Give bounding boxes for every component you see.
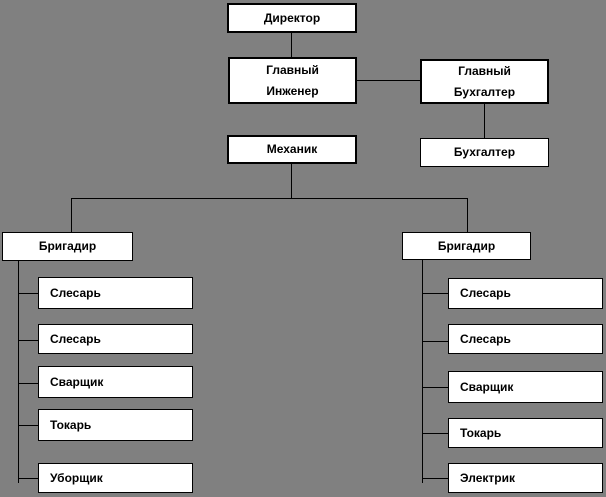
node-mechanic[interactable]: Механик: [227, 135, 357, 164]
connector-left-stub-4: [18, 425, 38, 426]
node-left-worker-4-label: Токарь: [50, 417, 92, 432]
node-left-worker-5[interactable]: Уборщик: [38, 463, 193, 493]
node-left-worker-3[interactable]: Сварщик: [38, 366, 193, 398]
node-left-worker-1[interactable]: Слесарь: [38, 277, 193, 309]
node-left-worker-2-label: Слесарь: [50, 331, 101, 346]
node-foreman-right-label: Бригадир: [437, 238, 496, 253]
node-right-worker-5[interactable]: Электрик: [448, 463, 603, 493]
node-chief-engineer[interactable]: Главный Инженер: [228, 57, 357, 104]
connector-right-stub-4: [422, 433, 448, 434]
node-left-worker-4[interactable]: Токарь: [38, 409, 193, 441]
node-right-worker-3-label: Сварщик: [460, 379, 514, 394]
node-left-worker-2[interactable]: Слесарь: [38, 324, 193, 354]
connector-branch-horizontal: [71, 198, 468, 199]
node-director-label: Директор: [263, 10, 321, 25]
connector-left-spine: [18, 261, 19, 483]
node-foreman-left[interactable]: Бригадир: [2, 232, 133, 261]
connector-left-stub-1: [18, 293, 38, 294]
connector-branch-foreman-left: [71, 198, 72, 232]
connector-director-chief-engineer: [291, 33, 292, 57]
node-mechanic-label: Механик: [266, 142, 318, 156]
connector-left-stub-3: [18, 383, 38, 384]
node-accountant-label: Бухгалтер: [453, 145, 516, 159]
connector-right-spine: [422, 260, 423, 483]
node-right-worker-4-label: Токарь: [460, 425, 502, 440]
node-right-worker-2-label: Слесарь: [460, 331, 511, 346]
connector-mechanic-branch: [291, 164, 292, 199]
node-left-worker-5-label: Уборщик: [50, 470, 103, 485]
node-right-worker-4[interactable]: Токарь: [448, 418, 603, 448]
node-foreman-right[interactable]: Бригадир: [402, 232, 531, 260]
node-right-worker-1[interactable]: Слесарь: [448, 278, 603, 309]
connector-branch-foreman-right: [467, 198, 468, 232]
node-right-worker-1-label: Слесарь: [460, 286, 511, 300]
node-right-worker-3[interactable]: Сварщик: [448, 371, 603, 403]
connector-right-stub-5: [422, 478, 448, 479]
node-chief-accountant[interactable]: Главный Бухгалтер: [420, 59, 549, 104]
connector-right-stub-3: [422, 387, 448, 388]
node-chief-accountant-label: Главный Бухгалтер: [453, 63, 516, 99]
node-right-worker-5-label: Электрик: [460, 470, 515, 485]
connector-left-stub-5: [18, 478, 38, 479]
node-foreman-left-label: Бригадир: [38, 239, 97, 253]
node-chief-engineer-label: Главный Инженер: [266, 62, 319, 98]
node-right-worker-2[interactable]: Слесарь: [448, 324, 603, 354]
connector-right-stub-1: [422, 293, 448, 294]
connector-chief-accountant-accountant: [484, 104, 485, 138]
node-accountant[interactable]: Бухгалтер: [420, 138, 549, 167]
connector-right-stub-2: [422, 341, 448, 342]
node-left-worker-3-label: Сварщик: [50, 374, 104, 389]
node-left-worker-1-label: Слесарь: [50, 285, 101, 300]
connector-left-stub-2: [18, 340, 38, 341]
connector-chief-engineer-chief-accountant: [357, 80, 420, 81]
node-director[interactable]: Директор: [227, 3, 357, 33]
